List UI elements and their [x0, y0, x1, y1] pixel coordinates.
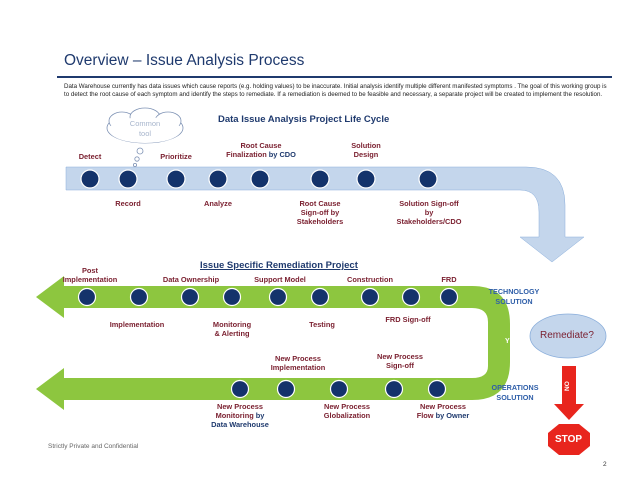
label-monitoring-alerting: Monitoring& Alerting	[212, 320, 252, 338]
dot-post-implementation	[77, 287, 97, 307]
label-prioritize: Prioritize	[160, 152, 192, 161]
dot-np-implementation	[276, 379, 296, 399]
label-analyze: Analyze	[204, 199, 232, 208]
label-data-ownership: Data Ownership	[162, 275, 220, 284]
label-np-monitoring: New Process Monitoring by Data Warehouse	[211, 402, 269, 429]
dot-np-flow	[427, 379, 447, 399]
label-detect: Detect	[78, 152, 102, 161]
footer-confidential: Strictly Private and Confidential	[48, 443, 139, 450]
remediate-oval	[529, 313, 607, 359]
no-arrow	[554, 366, 584, 420]
common-tool-cloud-icon	[106, 107, 184, 167]
page-number: 2	[603, 461, 607, 468]
stop-octagon	[548, 424, 590, 455]
dot-data-ownership	[180, 287, 200, 307]
title-divider	[57, 76, 612, 78]
label-implementation: Implementation	[109, 320, 165, 329]
dot-np-globalization	[329, 379, 349, 399]
dot-frd-signoff	[401, 287, 421, 307]
dot-np-signoff	[384, 379, 404, 399]
label-support-model: Support Model	[254, 275, 306, 284]
label-root-cause-signoff: Root Cause Sign-off by Stakeholders	[296, 199, 344, 226]
label-testing: Testing	[309, 320, 335, 329]
dot-construction	[360, 287, 380, 307]
dot-np-monitoring	[230, 379, 250, 399]
label-solution-signoff: Solution Sign-off by Stakeholders/CDO	[396, 199, 462, 226]
label-record: Record	[115, 199, 141, 208]
dot-rc-signoff	[310, 169, 330, 189]
dot-root-cause	[250, 169, 270, 189]
yes-label: YES	[505, 338, 520, 345]
dot-frd	[439, 287, 459, 307]
label-construction: Construction	[347, 275, 393, 284]
dot-testing	[310, 287, 330, 307]
remediation-heading: Issue Specific Remediation Project	[200, 260, 358, 271]
stop-label: STOP	[555, 434, 583, 445]
dot-support-model	[268, 287, 288, 307]
dot-detect	[80, 169, 100, 189]
intro-text: Data Warehouse currently has data issues…	[64, 83, 607, 98]
label-frd: FRD	[441, 275, 457, 284]
label-np-flow: New Process Flow by Owner	[416, 402, 470, 420]
lifecycle-heading: Data Issue Analysis Project Life Cycle	[218, 114, 390, 125]
dot-solution-signoff	[418, 169, 438, 189]
dot-analyze	[208, 169, 228, 189]
no-label: NO	[564, 381, 571, 391]
dot-monitoring	[222, 287, 242, 307]
dot-implementation	[129, 287, 149, 307]
page-title: Overview – Issue Analysis Process	[64, 52, 305, 69]
dot-prioritize	[166, 169, 186, 189]
dot-record	[118, 169, 138, 189]
remediate-label: Remediate?	[540, 330, 594, 341]
label-root-cause-finalization: Root Cause Finalization by CDO	[226, 141, 296, 159]
label-frd-signoff: FRD Sign-off	[385, 315, 431, 324]
dot-solution-design	[356, 169, 376, 189]
